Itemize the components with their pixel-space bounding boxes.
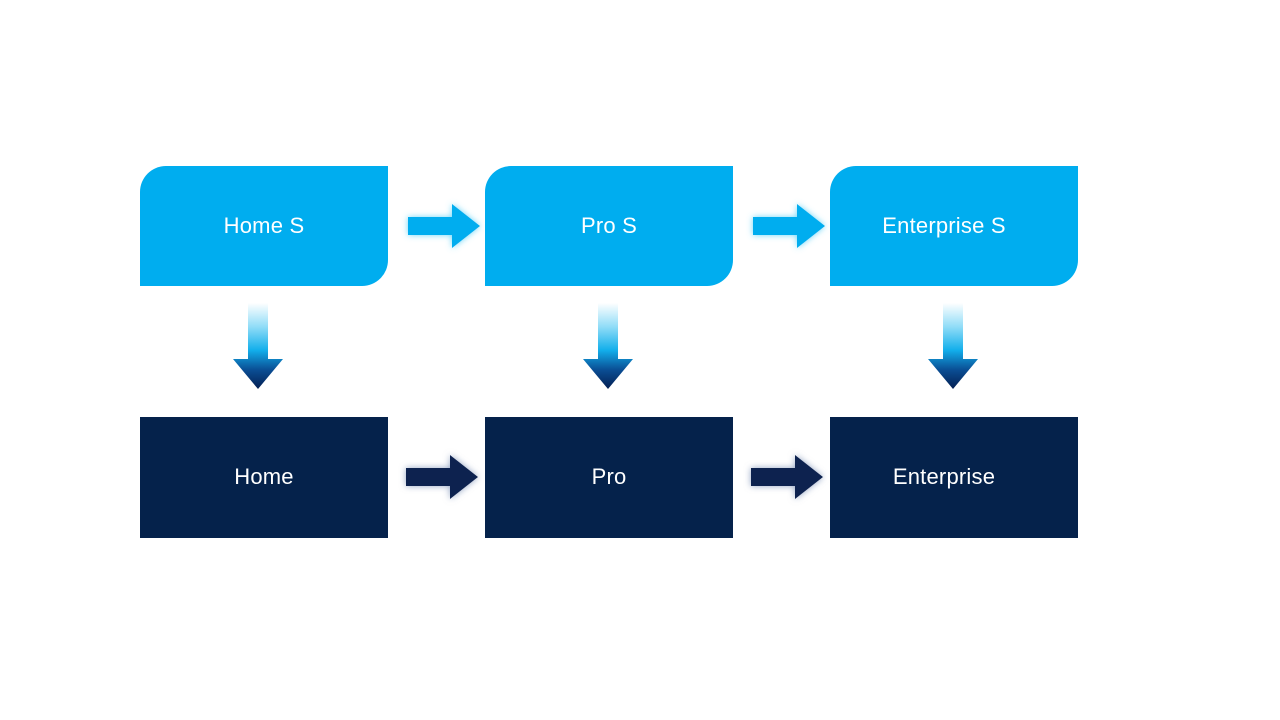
node-enterprise[interactable]: Enterprise <box>830 417 1078 538</box>
node-label-enterprise: Enterprise <box>892 464 996 490</box>
connector-pro-s-to-pro <box>581 303 635 391</box>
node-label-pro-s: Pro S <box>580 212 638 238</box>
arrow-down-icon <box>233 303 283 389</box>
arrow-right-icon <box>753 204 825 248</box>
node-label-home-s: Home S <box>223 212 305 238</box>
node-label-home: Home <box>234 464 294 490</box>
arrow-right-icon <box>408 204 480 248</box>
node-enterprise-s[interactable]: Enterprise S <box>830 166 1078 286</box>
connector-enterprise-s-to-enterprise <box>926 303 980 391</box>
node-home-s[interactable]: Home S <box>140 166 388 286</box>
connector-home-to-pro <box>404 452 480 502</box>
node-pro[interactable]: Pro <box>485 417 733 538</box>
connector-pro-s-to-enterprise-s <box>751 201 827 251</box>
node-home[interactable]: Home <box>140 417 388 538</box>
node-label-pro: Pro <box>591 464 627 490</box>
arrow-right-icon <box>751 455 823 499</box>
node-pro-s[interactable]: Pro S <box>485 166 733 286</box>
arrow-down-icon <box>583 303 633 389</box>
arrow-right-icon <box>406 455 478 499</box>
connector-pro-to-enterprise <box>749 452 825 502</box>
connector-home-s-to-home <box>231 303 285 391</box>
node-label-enterprise-s: Enterprise S <box>882 212 1006 238</box>
arrow-down-icon <box>928 303 978 389</box>
connector-home-s-to-pro-s <box>406 201 482 251</box>
